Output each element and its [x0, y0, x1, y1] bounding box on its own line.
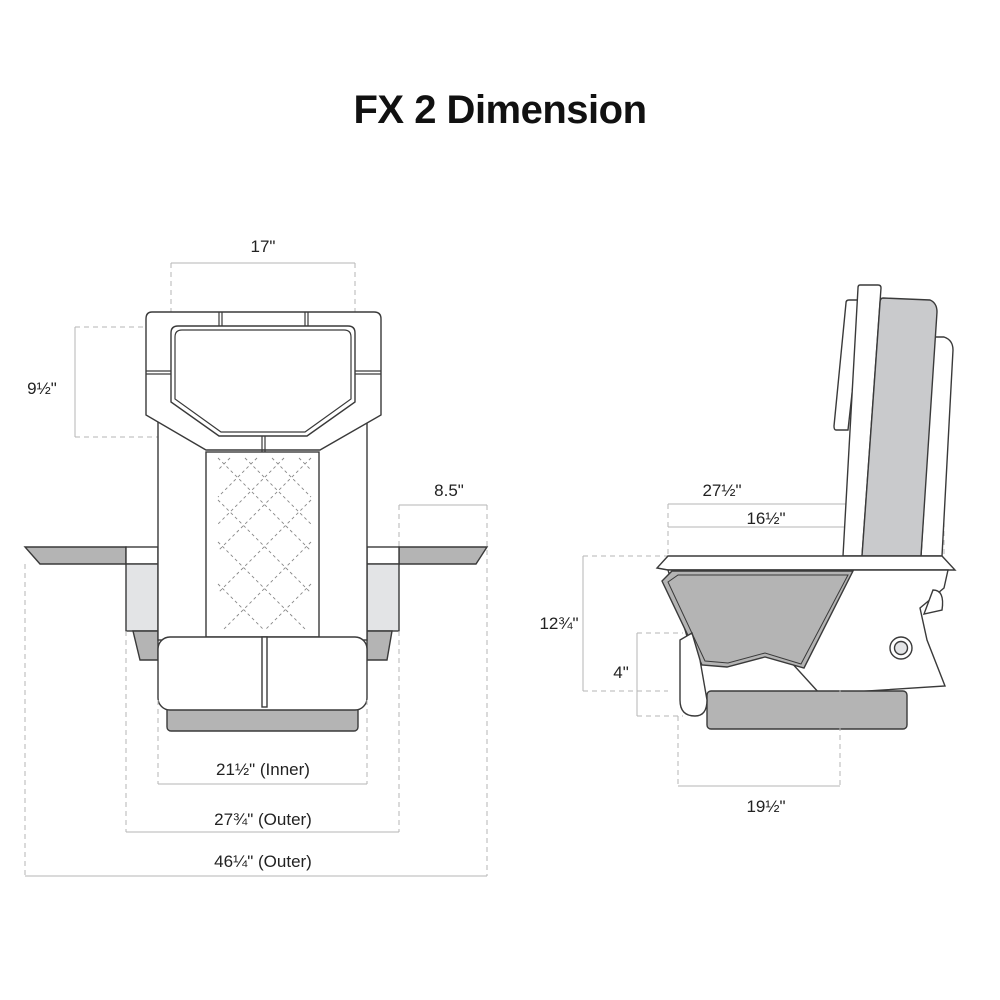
dimension-seat-depth [668, 526, 847, 556]
right-armrest [366, 546, 489, 661]
side-view-chair [582, 284, 957, 787]
label-inner-width: 21½" (Inner) [216, 760, 310, 779]
label-backrest-width: 17" [251, 237, 276, 256]
label-seat-depth: 16½" [746, 509, 785, 528]
page-title: FX 2 Dimension [353, 88, 647, 132]
label-total-depth: 27½" [702, 481, 741, 500]
label-overall-width: 46¼" (Outer) [214, 852, 312, 871]
seat-plate [655, 555, 957, 571]
label-backrest-height: 9½" [27, 379, 57, 398]
label-base-depth: 19½" [746, 797, 785, 816]
backrest [145, 311, 382, 452]
dimension-outer-width [125, 631, 400, 833]
dimension-armrest-depth [398, 504, 487, 547]
left-armrest [23, 546, 159, 661]
dimension-base-depth [677, 690, 841, 787]
front-view-chair [23, 262, 489, 877]
label-outer-width: 27¾" (Outer) [214, 810, 312, 829]
label-footrest-height: 4" [613, 663, 629, 682]
side-base [661, 569, 949, 695]
label-armrest-depth: 8.5" [434, 481, 464, 500]
dimension-footrest-height [636, 632, 683, 717]
side-footrest [679, 631, 908, 730]
label-seat-height: 12¾" [539, 614, 578, 633]
dimension-inner-width [157, 700, 368, 785]
dimension-overall-width [24, 505, 488, 877]
dimension-seat-height [582, 555, 668, 692]
footrest [157, 636, 368, 732]
quilted-pattern [217, 457, 312, 631]
side-backrest [833, 284, 954, 557]
